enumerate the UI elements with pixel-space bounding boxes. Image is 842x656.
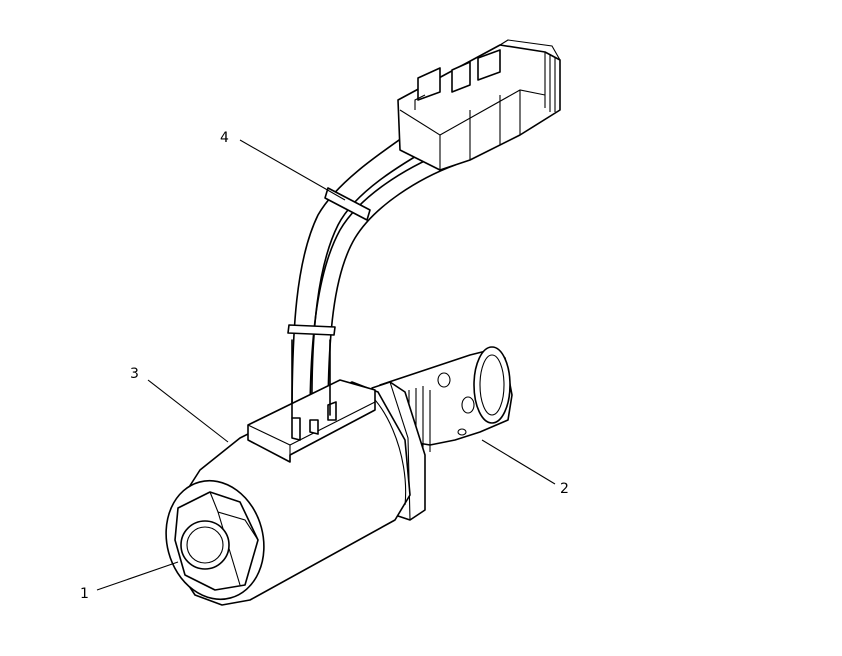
wire-band-lower bbox=[287, 324, 336, 336]
callout-3: 3 bbox=[130, 366, 139, 382]
callout-2: 2 bbox=[560, 481, 569, 497]
leader-lines bbox=[96, 139, 556, 591]
electrical-connector bbox=[397, 39, 561, 171]
leader-line-4 bbox=[239, 139, 346, 201]
leader-line-2 bbox=[481, 439, 556, 485]
callout-4: 4 bbox=[220, 130, 229, 146]
coil-end-nut bbox=[165, 479, 265, 601]
wire-band-upper bbox=[324, 187, 371, 221]
leader-line-3 bbox=[147, 379, 229, 443]
callout-1: 1 bbox=[80, 586, 89, 602]
leader-line-1 bbox=[96, 561, 179, 591]
